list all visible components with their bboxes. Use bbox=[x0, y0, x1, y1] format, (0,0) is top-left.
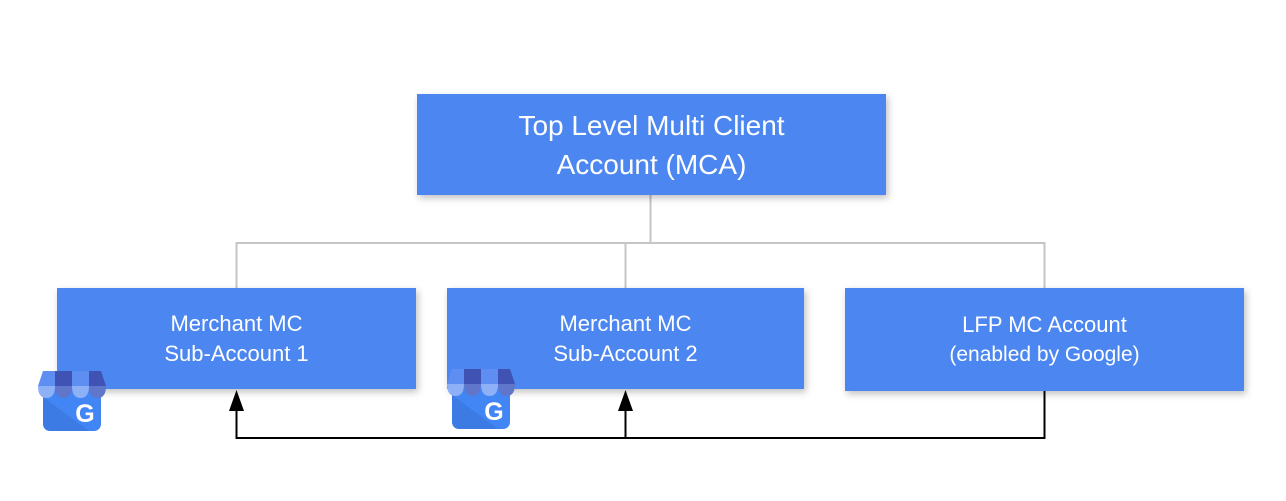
node-label-line1: Top Level Multi Client bbox=[518, 109, 785, 141]
google-business-profile-icon: G bbox=[447, 369, 515, 429]
arrowhead-sub1 bbox=[229, 390, 244, 411]
arrowhead-sub2 bbox=[618, 390, 633, 411]
node-merchant-sub-account-1: Merchant MC Sub-Account 1 bbox=[57, 288, 416, 389]
node-label-line1: LFP MC Account bbox=[962, 311, 1127, 337]
node-lfp-mc-account: LFP MC Account (enabled by Google) bbox=[845, 288, 1244, 391]
google-business-profile-icon: G bbox=[38, 371, 106, 431]
node-label-line2: Sub-Account 1 bbox=[164, 340, 309, 366]
node-label-line2: Sub-Account 2 bbox=[553, 340, 698, 366]
google-g-letter: G bbox=[484, 398, 503, 426]
node-label-line2: (enabled by Google) bbox=[949, 342, 1140, 366]
node-top-level-mca: Top Level Multi Client Account (MCA) bbox=[417, 94, 886, 195]
lfp-feedback-line bbox=[235, 391, 1046, 439]
storefront-body bbox=[43, 385, 101, 431]
google-g-letter: G bbox=[75, 400, 94, 428]
storefront-awning bbox=[38, 371, 106, 398]
hierarchy-tree-line bbox=[235, 195, 1046, 289]
node-label-line1: Merchant MC bbox=[170, 310, 303, 336]
node-label-line2: Account (MCA) bbox=[556, 148, 747, 180]
node-label-line1: Merchant MC bbox=[559, 310, 692, 336]
